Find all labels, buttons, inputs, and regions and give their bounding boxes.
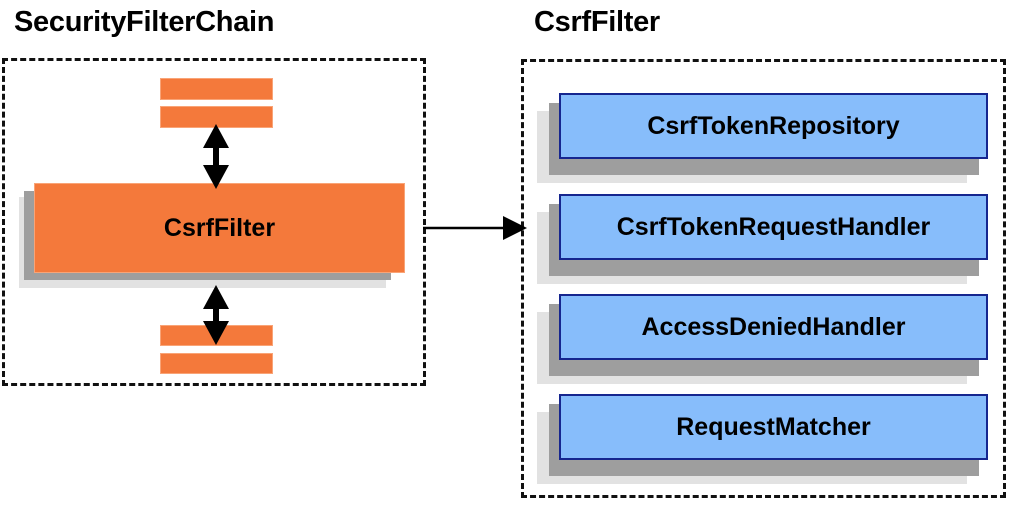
collaborator-label: CsrfTokenRepository [647,111,900,140]
page-title-security-filter-chain: SecurityFilterChain [14,6,275,38]
card-face: CsrfFilter [34,183,405,273]
card-face: AccessDeniedHandler [559,294,988,360]
collaborator-card-csrf-token-request-handler[interactable]: CsrfTokenRequestHandler [537,194,988,284]
collaborator-label: RequestMatcher [676,412,871,441]
csrf-filter-card[interactable]: CsrfFilter [19,183,405,288]
collaborator-label: CsrfTokenRequestHandler [616,212,931,241]
filter-bar-top-2 [160,106,273,128]
page-title-csrf-filter: CsrfFilter [534,6,660,38]
csrf-filter-container [521,59,1006,498]
card-face: CsrfTokenRepository [559,93,988,159]
collaborator-label: AccessDeniedHandler [641,312,906,341]
filter-bar-bottom-2 [160,353,273,374]
chain-to-filter-arrow-icon [423,216,527,240]
filter-bar-top-1 [160,78,273,100]
collaborator-card-request-matcher[interactable]: RequestMatcher [537,394,988,484]
csrf-filter-card-label: CsrfFilter [163,213,276,242]
card-face: CsrfTokenRequestHandler [559,194,988,260]
security-filter-chain-container [2,58,426,386]
collaborator-card-access-denied-handler[interactable]: AccessDeniedHandler [537,294,988,384]
card-face: RequestMatcher [559,394,988,460]
collaborator-card-csrf-token-repository[interactable]: CsrfTokenRepository [537,93,988,183]
filter-bar-bottom-1 [160,325,273,346]
